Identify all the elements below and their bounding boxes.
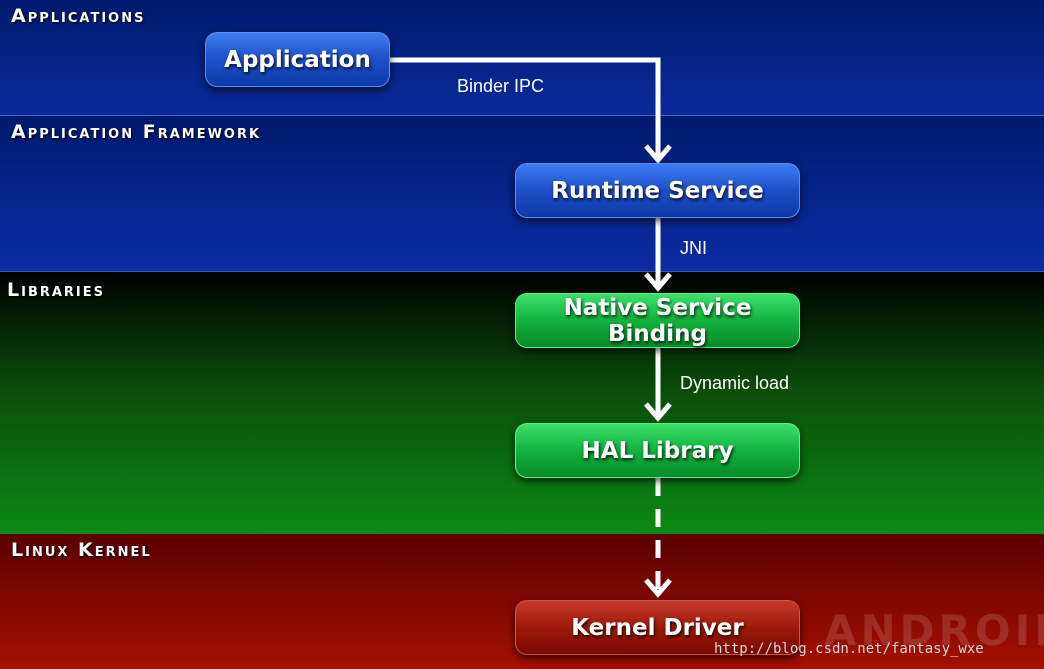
watermark-url: http://blog.csdn.net/fantasy_wxe [714, 641, 984, 657]
kernel-driver-node: Kernel Driver [515, 600, 800, 655]
native-service-binding-node: Native Service Binding [515, 293, 800, 348]
application-node: Application [205, 32, 390, 87]
application-framework-layer-title: Application Framework [11, 121, 262, 143]
applications-layer-title: Applications [11, 5, 146, 27]
hal-library-node-label: HAL Library [581, 437, 734, 464]
binder-ipc-arrow [390, 57, 661, 158]
android-watermark-logo: ANDROID [824, 606, 1044, 655]
binder-ipc-arrowhead-icon [644, 144, 672, 164]
runtime-service-node: Runtime Service [515, 163, 800, 218]
dynamic-load-arrowhead-icon [644, 402, 672, 422]
runtime-service-node-label: Runtime Service [551, 177, 764, 204]
application-node-label: Application [224, 46, 371, 73]
hal-library-node: HAL Library [515, 423, 800, 478]
jni-label: JNI [680, 238, 707, 258]
linux-kernel-layer-title: Linux Kernel [11, 539, 152, 561]
kernel-arrowhead-icon [644, 578, 672, 598]
binder-ipc-label: Binder IPC [457, 76, 545, 96]
kernel-driver-node-label: Kernel Driver [571, 614, 744, 641]
dynamic-load-label: Dynamic load [680, 373, 790, 393]
native-service-binding-node-label: Native Service Binding [563, 294, 752, 347]
libraries-layer-title: Libraries [7, 279, 106, 301]
jni-arrowhead-icon [644, 272, 672, 292]
